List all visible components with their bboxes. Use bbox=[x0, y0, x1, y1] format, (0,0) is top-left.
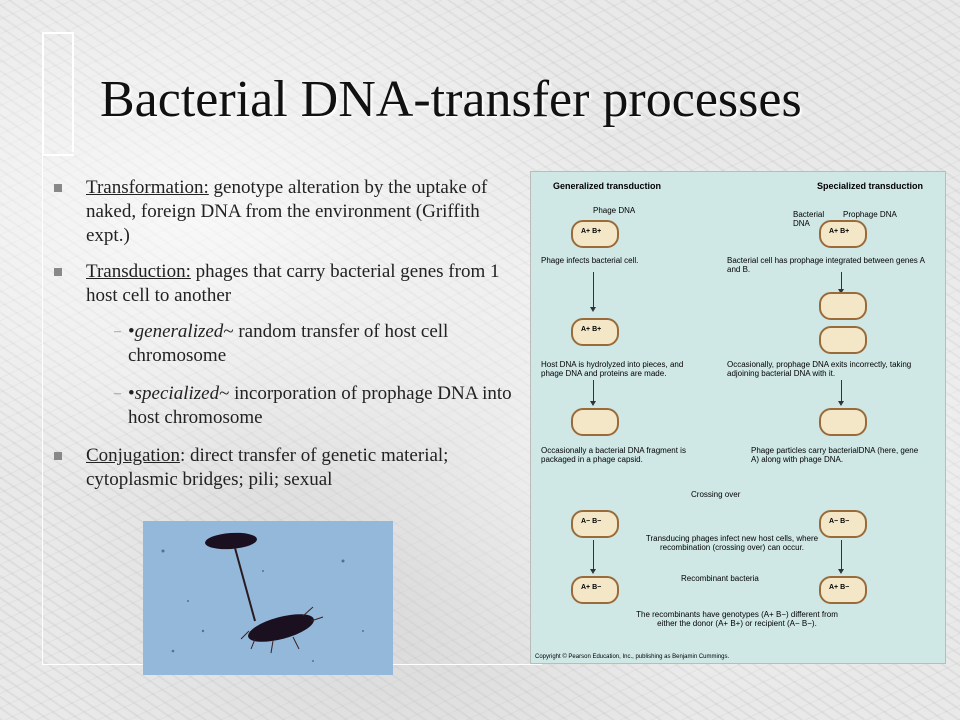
text-transduction: phages that carry bacterial genes from 1… bbox=[86, 261, 500, 306]
transduction-diagram: Generalized transduction Specialized tra… bbox=[530, 171, 946, 664]
arrow bbox=[838, 540, 844, 574]
bacterial-cell: A+ B− bbox=[571, 576, 619, 604]
arrow bbox=[838, 272, 844, 294]
text-generalized: ~ random transfer of host cell chromosom… bbox=[128, 321, 449, 366]
gene-label: A− B− bbox=[829, 518, 850, 525]
frame-edge bbox=[72, 32, 74, 152]
conjugation-micrograph bbox=[143, 521, 393, 675]
spec-step1: Bacterial cell has prophage integrated b… bbox=[727, 256, 925, 274]
dash-icon: – bbox=[114, 324, 121, 339]
bacterial-cell bbox=[819, 292, 867, 320]
phage-dna-label: Phage DNA bbox=[593, 206, 636, 215]
bacterial-cell bbox=[819, 408, 867, 436]
gene-label: A+ B+ bbox=[581, 228, 602, 235]
bullet-list: Transformation: genotype alteration by t… bbox=[54, 176, 524, 504]
gene-label: A+ B+ bbox=[829, 228, 850, 235]
bacterial-cell bbox=[819, 326, 867, 354]
bullet-transduction: Transduction: phages that carry bacteria… bbox=[54, 260, 524, 308]
bullet-square-icon bbox=[54, 184, 62, 192]
text-specialized: ~ incorporation of prophage DNA into hos… bbox=[128, 383, 512, 428]
bullet-square-icon bbox=[54, 452, 62, 460]
bacteria-image bbox=[143, 521, 393, 675]
arrow bbox=[590, 540, 596, 574]
gene-label: A+ B− bbox=[581, 584, 602, 591]
bullet-transformation: Transformation: genotype alteration by t… bbox=[54, 176, 524, 248]
dash-icon: – bbox=[114, 386, 121, 401]
term-generalized: generalized bbox=[134, 321, 224, 342]
text-conjugation: : direct transfer of genetic material; c… bbox=[86, 445, 449, 490]
arrow bbox=[838, 380, 844, 406]
sub-lead: • bbox=[128, 321, 135, 342]
specialized-heading: Specialized transduction bbox=[817, 181, 924, 191]
term-transduction: Transduction: bbox=[86, 261, 191, 282]
spec-step3: Phage particles carry bacterialDNA (here… bbox=[751, 446, 919, 464]
copyright-text: Copyright © Pearson Education, Inc., pub… bbox=[535, 654, 730, 660]
frame-left-line bbox=[42, 150, 43, 665]
bacterial-cell: A+ B− bbox=[819, 576, 867, 604]
slide-title: Bacterial DNA-transfer processes bbox=[100, 71, 802, 128]
text-transformation: genotype alteration by the uptake of nak… bbox=[86, 177, 488, 246]
gene-label: A+ B− bbox=[829, 584, 850, 591]
gen-step3: Occasionally a bacterial DNA fragment is… bbox=[541, 446, 686, 464]
bacterial-cell bbox=[571, 408, 619, 436]
crossing-over-label: Crossing over bbox=[691, 490, 741, 499]
frame-corner bbox=[42, 32, 74, 156]
bacterial-cell: A+ B+ bbox=[571, 318, 619, 346]
recombinant-label: Recombinant bacteria bbox=[681, 574, 759, 583]
bullet-square-icon bbox=[54, 268, 62, 276]
term-transformation: Transformation: bbox=[86, 177, 209, 198]
final-text: The recombinants have genotypes (A+ B−) … bbox=[636, 610, 838, 628]
gene-label: A− B− bbox=[581, 518, 602, 525]
generalized-heading: Generalized transduction bbox=[553, 181, 662, 191]
arrow bbox=[590, 380, 596, 406]
bacterial-dna-label: Bacterial DNA bbox=[793, 210, 825, 228]
subbullet-generalized: – •generalized~ random transfer of host … bbox=[54, 320, 524, 368]
sub-lead: • bbox=[128, 383, 135, 404]
gene-label: A+ B+ bbox=[581, 326, 602, 333]
prophage-dna-label: Prophage DNA bbox=[843, 210, 897, 219]
bacterial-cell: A+ B+ bbox=[819, 220, 867, 248]
term-conjugation: Conjugation bbox=[86, 445, 180, 466]
arrow bbox=[590, 272, 596, 312]
bullet-conjugation: Conjugation: direct transfer of genetic … bbox=[54, 444, 524, 492]
transducing-text: Transducing phages infect new host cells… bbox=[645, 534, 819, 552]
bacterial-cell: A− B− bbox=[571, 510, 619, 538]
spec-step2: Occasionally, prophage DNA exits incorre… bbox=[727, 360, 912, 378]
gen-step2: Host DNA is hydrolyzed into pieces, and … bbox=[541, 360, 684, 378]
term-specialized: specialized bbox=[134, 383, 220, 404]
bacterial-cell: A− B− bbox=[819, 510, 867, 538]
bacterial-cell: A+ B+ bbox=[571, 220, 619, 248]
gen-step1: Phage infects bacterial cell. bbox=[541, 256, 639, 265]
subbullet-specialized: – •specialized~ incorporation of prophag… bbox=[54, 382, 524, 430]
